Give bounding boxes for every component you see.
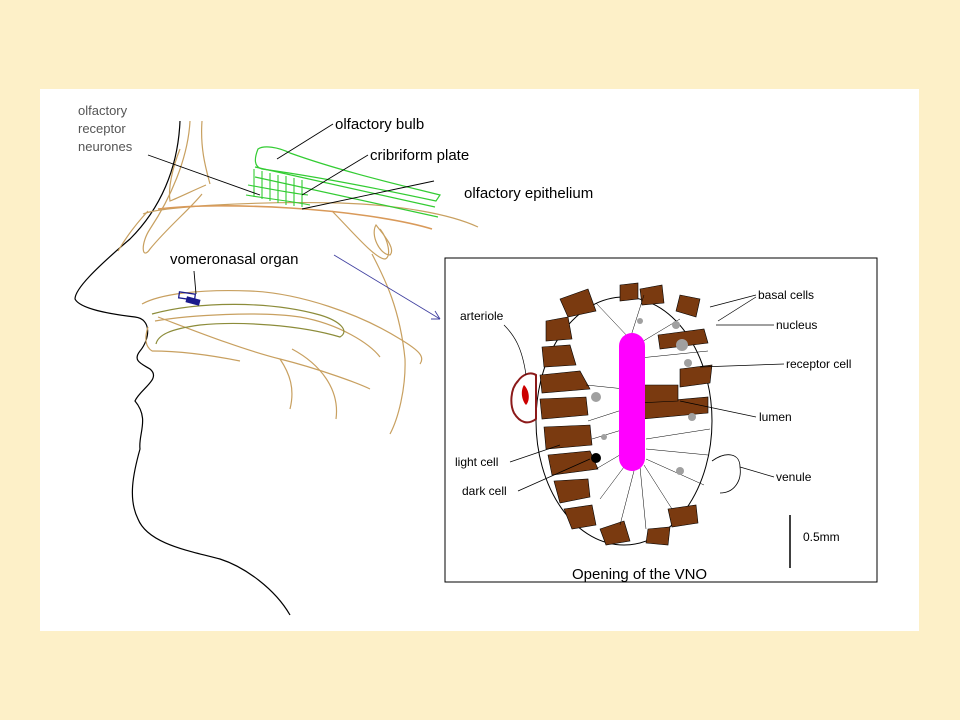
palate-line	[151, 303, 345, 345]
vno-inset-panel: arteriole basal cells nucleus receptor c…	[444, 257, 878, 583]
label-light-cell: light cell	[455, 455, 498, 469]
inset-caption: Opening of the VNO	[572, 566, 707, 583]
vno-cross-section	[535, 282, 713, 546]
vno-anatomy-diagram: olfactory receptor neurones olfactory bu…	[74, 103, 878, 616]
nuclei	[591, 318, 696, 475]
slide-panel: olfactory receptor neurones olfactory bu…	[40, 89, 919, 631]
label-line-3: neurones	[78, 139, 133, 154]
arteriole	[510, 372, 537, 424]
label-nucleus: nucleus	[776, 318, 817, 332]
label-venule: venule	[776, 470, 812, 484]
lumen	[619, 333, 645, 471]
label-dark-cell: dark cell	[462, 484, 507, 498]
label-line-2: receptor	[78, 121, 126, 136]
olfactory-epithelium-line	[157, 205, 433, 230]
label-cribriform-plate: cribriform plate	[370, 147, 469, 164]
label-receptor-cell: receptor cell	[786, 357, 851, 371]
face-profile-line	[74, 120, 291, 616]
black-nucleus	[591, 453, 601, 463]
label-line-1: olfactory	[78, 103, 128, 118]
leader-lines	[147, 123, 435, 295]
label-arteriole: arteriole	[460, 309, 504, 323]
label-olfactory-receptor-neurones: olfactory receptor neurones	[78, 103, 133, 154]
label-olfactory-bulb: olfactory bulb	[335, 116, 424, 133]
inset-leader-lines	[503, 294, 785, 492]
label-basal-cells: basal cells	[758, 288, 814, 302]
label-lumen: lumen	[759, 410, 792, 424]
vomeronasal-organ	[177, 291, 201, 306]
label-vomeronasal-organ: vomeronasal organ	[170, 251, 298, 268]
pointer-arrow-to-inset	[333, 254, 441, 320]
label-olfactory-epithelium: olfactory epithelium	[464, 185, 593, 202]
label-scale: 0.5mm	[803, 530, 840, 544]
